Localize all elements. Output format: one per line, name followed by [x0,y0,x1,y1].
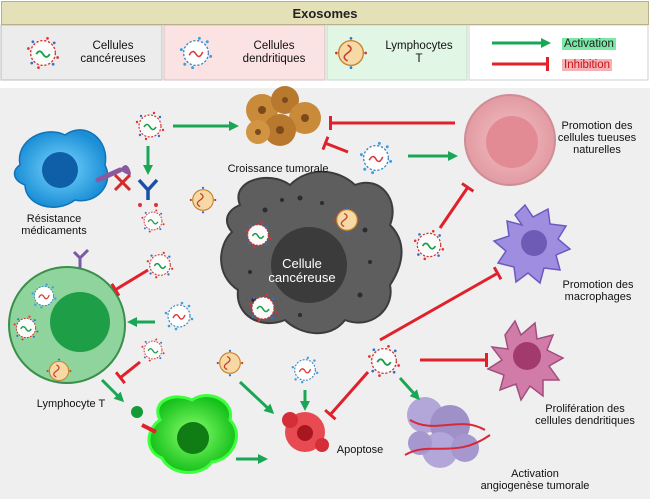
dendritic-cell-nucleus-icon [513,342,541,370]
exosome-icon [413,229,445,261]
t-cell-receptor-icon [72,248,90,268]
ligand-receptor-icon [141,423,157,434]
exosome-icon [145,250,175,280]
drug-resistant-cell-nucleus-icon [42,152,78,188]
legend-activation-label: Activation [562,38,616,50]
activation-arrow-icon [398,376,421,401]
diagram-title: Exosomes [1,1,649,25]
inhibition-line-icon [438,182,475,229]
apoptosis-cell-icon [282,412,329,452]
exosome-icon [367,344,401,378]
angiogenesis-cluster-icon [404,397,491,468]
exosome-icon [135,111,165,141]
tumor-growth-cluster-icon [246,86,321,146]
nk-cell-nucleus-icon [486,116,538,168]
inhibition-line-icon [324,371,370,421]
inhibition-lines [110,116,503,421]
cancer-cell-nucleus-icon [271,227,347,303]
activated-cell-nucleus-icon [177,422,209,454]
cancer-cell-exosome-icon [243,220,273,250]
blocked-cross-icon [113,173,132,192]
antibody-icon [137,178,159,207]
inhibition-line-icon [114,360,141,385]
inhibition-line-icon [321,136,349,154]
t-cell-exosome-icon [12,314,40,342]
inhibition-line-icon [110,268,149,297]
activation-arrow-icon [238,380,275,415]
activation-arrow-icon [100,378,125,403]
exosome-icon [140,337,166,363]
receptor-icon [95,167,123,183]
t-lymphocyte-nucleus-icon [50,292,110,352]
inhibition-line-icon [379,266,503,342]
cancer-cell-exosome-icon [248,292,279,324]
cancer-cell-granules-icon [248,195,372,317]
legend-cancer-exosome-icon [26,36,60,70]
legend-box-arrows [468,24,649,81]
receptor-head-icon [120,165,131,175]
apoptosis-label: Apoptose [336,444,384,456]
exosome-icon [140,208,166,234]
ligand-dot-icon [131,406,143,418]
macrophage-nucleus-icon [521,230,547,256]
legend-inhibition-label: Inhibition [562,59,613,71]
t-lymphocyte-label: Lymphocyte T [36,398,106,410]
activation-arrows [100,121,458,464]
tumor-growth-label: Croissance tumorale [227,163,329,175]
legend-box-cancer [0,24,163,81]
